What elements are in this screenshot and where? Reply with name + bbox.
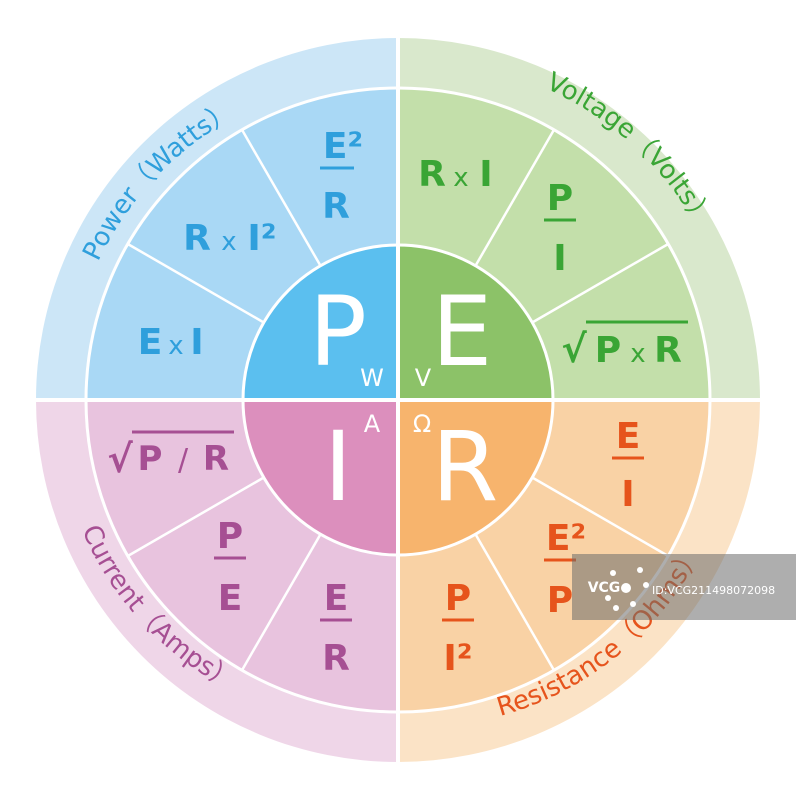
ring-divider-line: [240, 533, 322, 671]
current-formula-e-over-r: E R: [320, 578, 352, 679]
ring-dividers: [127, 129, 669, 671]
voltage-formula-p-over-i: P I: [544, 178, 576, 279]
inner-outline: [241, 243, 555, 557]
formula-operator: x: [221, 227, 236, 257]
voltage-formula-r-x-i: R x I: [418, 154, 493, 195]
formula-term: I: [479, 154, 492, 195]
formula-term: P: [595, 330, 621, 371]
watermark-id: ID:VCG211498072098: [652, 584, 775, 597]
fraction-numerator: E²: [323, 126, 363, 167]
voltage-formula-sqrt-p-x-r: √ P x R: [561, 320, 688, 371]
fraction-denominator: R: [322, 186, 350, 227]
fraction-denominator: I: [553, 238, 566, 279]
resistance-formula-p-over-i2: P I²: [442, 578, 474, 679]
watermark-logo-icon: [605, 567, 649, 611]
fraction-numerator: E²: [546, 518, 586, 559]
ring-divider-line: [127, 242, 265, 324]
formula-term: R: [418, 154, 446, 195]
formula-term: R: [203, 439, 229, 479]
fraction-numerator: E: [616, 416, 641, 457]
formula-term: P: [138, 439, 163, 479]
unit-a: A: [364, 410, 381, 438]
ring-divider-line: [240, 129, 322, 267]
fraction-denominator: I²: [443, 638, 472, 679]
formula-term: I²: [247, 218, 276, 259]
current-formula-p-over-e: P E: [214, 516, 246, 619]
formula-operator: /: [178, 443, 189, 478]
current-inner: [243, 400, 398, 555]
resistance-inner: [398, 400, 553, 555]
unit-v: V: [415, 364, 432, 392]
power-formula-r-x-i2: R x I²: [183, 218, 276, 259]
current-formula-sqrt-p-div-r: √ P / R: [107, 430, 234, 481]
root-sign: √: [107, 437, 133, 481]
fraction-numerator: P: [217, 516, 243, 557]
formula-operator: x: [453, 163, 468, 193]
center-letter-i: I: [324, 411, 352, 523]
ring-divider-line: [127, 476, 265, 558]
mid-outline: [84, 86, 712, 714]
fraction-denominator: R: [322, 638, 350, 679]
root-sign: √: [561, 327, 587, 371]
watermark-logo: VCG: [588, 580, 621, 596]
center-letter-r: R: [432, 411, 499, 523]
center-letter-p: P: [309, 276, 367, 388]
fraction-denominator: I: [621, 474, 634, 515]
unit-w: W: [360, 364, 384, 392]
unit-ohm: Ω: [413, 410, 431, 438]
voltage-inner: [398, 245, 553, 400]
formula-operator: x: [168, 331, 183, 361]
ring-divider-line: [531, 476, 669, 558]
ring-divider-line: [474, 533, 556, 671]
fraction-numerator: P: [445, 578, 471, 619]
ring-divider-line: [531, 242, 669, 324]
power-inner: [243, 245, 398, 400]
resistance-formula-e-over-i: E I: [612, 416, 644, 515]
power-formula-e2-over-r: E² R: [320, 126, 363, 227]
fraction-numerator: P: [547, 178, 573, 219]
formula-term: R: [183, 218, 211, 259]
power-formula-e-x-i: E x I: [138, 322, 204, 363]
formula-operator: x: [630, 339, 645, 369]
ring-divider-line: [474, 129, 556, 267]
formula-term: R: [654, 330, 682, 371]
fraction-denominator: E: [218, 578, 243, 619]
resistance-formula-e2-over-p: E² P: [544, 518, 586, 621]
fraction-denominator: P: [547, 580, 573, 621]
center-letter-e: E: [432, 276, 493, 388]
fraction-numerator: E: [324, 578, 349, 619]
formula-term: I: [190, 322, 203, 363]
watermark: VCG ID:VCG211498072098: [572, 554, 796, 620]
formula-term: E: [138, 322, 163, 363]
